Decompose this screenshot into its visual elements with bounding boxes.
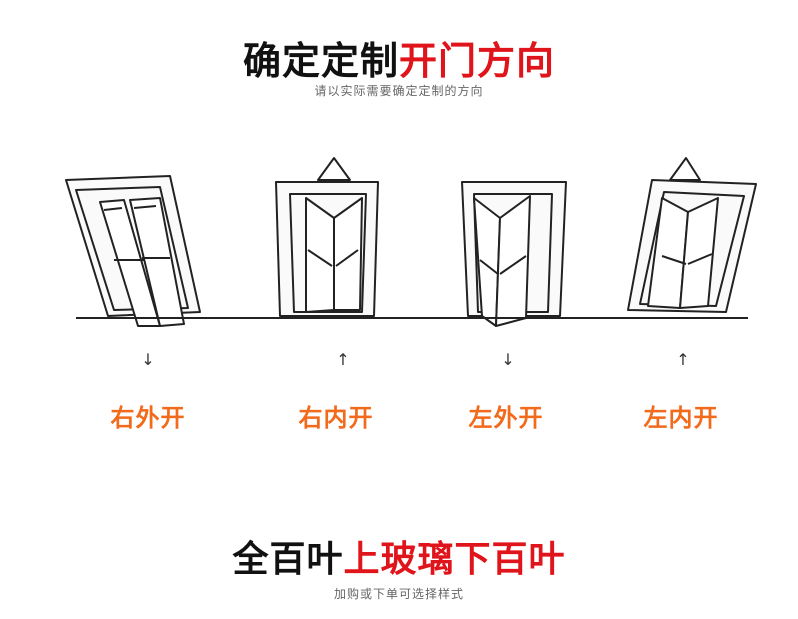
style-title-black-part: 全百叶 [232,539,344,580]
door-label: 右外开 [110,404,186,432]
arrow-icon: ↑ [676,350,690,369]
door-frame-left-inward [627,157,757,313]
door-label: 右内开 [298,404,374,432]
arrow-icon: ↑ [336,350,350,369]
title-black-part: 确定定制 [242,39,399,83]
door-diagram [65,157,757,327]
page-subtitle: 请以实际需要确定定制的方向 [314,84,484,98]
door-label: 左外开 [468,404,544,432]
arrow-icon: ↓ [501,350,515,369]
page-title: 确定定制开门方向 [0,30,798,85]
door-label: 左内开 [643,404,719,432]
style-title-red-part: 上玻璃下百叶 [343,539,566,580]
arrow-icon: ↓ [141,350,155,369]
door-frame-left-outward [461,181,567,327]
style-title: 全百叶上玻璃下百叶 [0,530,798,582]
door-frame-right-outward [65,175,201,327]
title-red-part: 开门方向 [399,39,556,83]
door-frame-right-inward [275,157,379,317]
style-subtitle: 加购或下单可选择样式 [333,587,464,601]
